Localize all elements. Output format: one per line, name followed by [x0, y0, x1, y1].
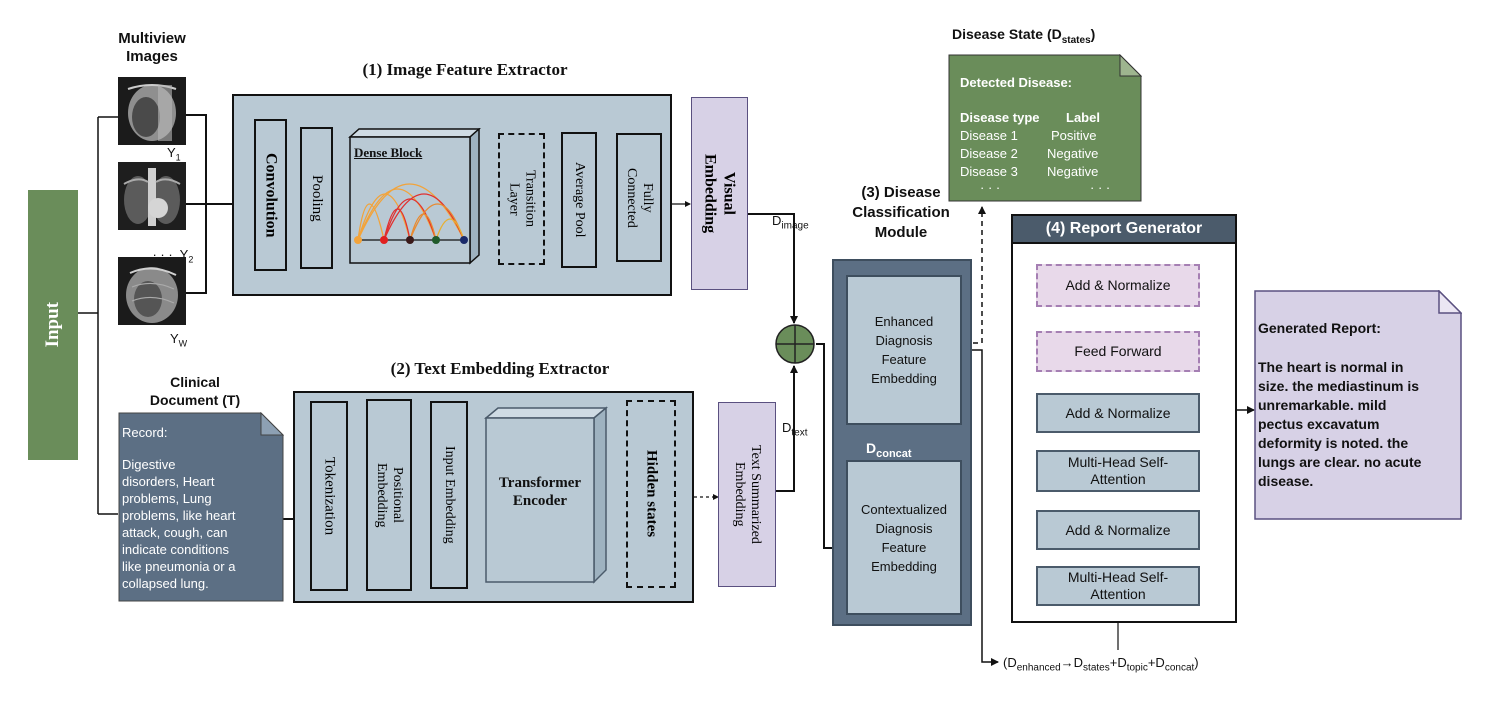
positional-embedding-block: Positional Embedding — [366, 399, 412, 591]
dense-block — [348, 128, 481, 265]
transition-layer-block: Transition Layer — [498, 133, 545, 265]
disease-row-1-label: Positive — [1051, 128, 1097, 143]
disease-row-3-label: Negative — [1047, 164, 1099, 179]
y2-label: · · · Y2 — [152, 247, 194, 265]
generated-report-label: Generated Report: — [1258, 320, 1381, 336]
yw-label: YW — [170, 331, 188, 349]
transformer-encoder-label: Transformer Encoder — [498, 475, 582, 509]
d-text-label: Dtext — [782, 420, 808, 439]
classification-title: (3) Disease Classification Module — [852, 184, 950, 241]
disease-state-title: Disease State (Dstates) — [952, 26, 1096, 46]
add-normalize-block-bottom: Add & Normalize — [1036, 510, 1200, 550]
enhanced-formula: (Denhanced→Dstates+Dtopic+Dconcat) — [1003, 655, 1199, 674]
input-block: Input — [28, 190, 78, 460]
image-extractor-title: (1) Image Feature Extractor — [362, 60, 568, 79]
generated-report-text: The heart is normal in size. the mediast… — [1258, 359, 1422, 489]
multi-head-attention-block-lower: Multi-Head Self- Attention — [1036, 566, 1200, 606]
clinical-title: Clinical Document (T) — [149, 374, 241, 408]
disease-header-label: Label — [1066, 110, 1100, 125]
clinical-document-shape — [118, 412, 284, 602]
input-embedding-block: Input Embedding — [430, 401, 468, 589]
xray-image-3 — [118, 257, 186, 325]
transformer-encoder-block — [484, 406, 609, 584]
multiview-title: Multiview Images — [118, 30, 186, 65]
xray-image-1 — [118, 77, 186, 145]
record-text: Digestive disorders, Heart problems, Lun… — [122, 457, 236, 591]
input-label: Input — [42, 302, 63, 348]
contextualized-embedding-block: Contextualized Diagnosis Feature Embeddi… — [846, 460, 962, 615]
text-extractor-title: (2) Text Embedding Extractor — [390, 359, 610, 378]
enhanced-embedding-block: Enhanced Diagnosis Feature Embedding — [846, 275, 962, 425]
dense-block-label: Dense Block — [354, 145, 423, 160]
tokenization-block: Tokenization — [310, 401, 348, 591]
multi-head-attention-block-upper: Multi-Head Self- Attention — [1036, 450, 1200, 492]
d-concat-label: Dconcat — [866, 440, 912, 460]
feed-forward-block: Feed Forward — [1036, 331, 1200, 372]
pooling-block: Pooling — [300, 127, 333, 269]
disease-row-3-type: Disease 3 — [960, 164, 1018, 179]
disease-ellipsis-1: · · · — [980, 180, 1001, 195]
add-normalize-block-top: Add & Normalize — [1036, 264, 1200, 307]
disease-row-2-type: Disease 2 — [960, 146, 1018, 161]
disease-header-type: Disease type — [960, 110, 1040, 125]
hidden-states-block: Hidden states — [626, 400, 676, 588]
record-label: Record: — [122, 425, 168, 440]
visual-embedding-block: Visual Embedding — [691, 97, 748, 290]
detected-disease-label: Detected Disease: — [960, 75, 1072, 90]
d-image-label: Dimage — [772, 213, 809, 232]
sum-node — [775, 324, 815, 364]
disease-ellipsis-2: · · · — [1090, 180, 1111, 195]
disease-row-1-type: Disease 1 — [960, 128, 1018, 143]
y1-label: Y1 — [167, 145, 181, 163]
text-summarized-embedding-block: Text Summarized Embedding — [718, 402, 776, 587]
disease-state-shape — [948, 54, 1142, 202]
average-pool-block: Average Pool — [561, 132, 597, 268]
report-generator-title: (4) Report Generator — [1011, 214, 1237, 244]
convolution-block: Convolution — [254, 119, 287, 271]
generated-report-shape — [1254, 290, 1462, 520]
add-normalize-block-middle: Add & Normalize — [1036, 393, 1200, 433]
disease-row-2-label: Negative — [1047, 146, 1099, 161]
xray-image-2 — [118, 162, 186, 230]
fully-connected-block: Fully Connected — [616, 133, 662, 262]
